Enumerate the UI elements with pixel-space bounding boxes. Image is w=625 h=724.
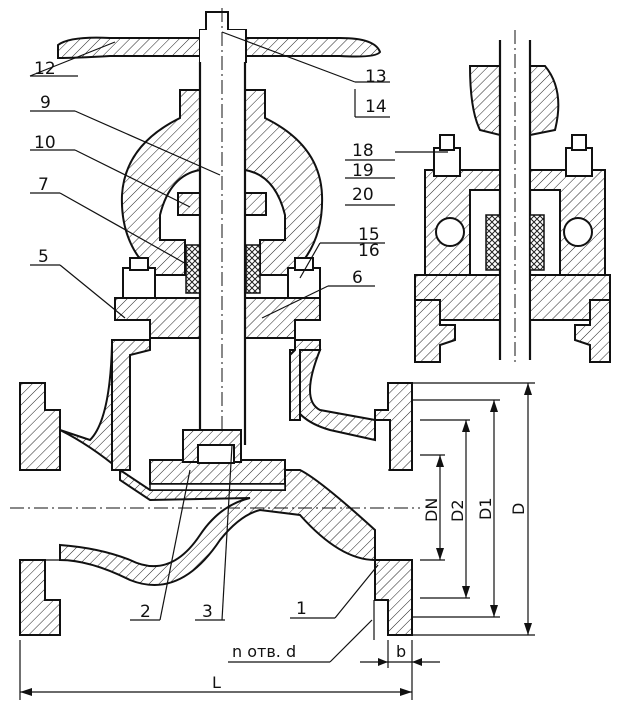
callout-16: 16: [358, 241, 380, 261]
callout-10: 10: [34, 133, 56, 153]
dim-length: L: [212, 673, 221, 692]
cover: [114, 257, 321, 339]
dim-dn: DN: [422, 498, 441, 522]
dim-d1: D1: [476, 498, 495, 521]
callout-18: 18: [352, 141, 374, 161]
neck-left: [111, 339, 151, 471]
dimension-labels: DN D2 D1 D L b n отв. d: [212, 498, 528, 693]
callout-1: 1: [296, 599, 307, 619]
dim-flange-thickness: b: [396, 642, 406, 661]
dim-holes: n отв. d: [232, 642, 296, 661]
neck-right: [289, 339, 321, 421]
dim-d: D: [509, 503, 528, 515]
packing-left: [185, 244, 201, 294]
callout-7: 7: [38, 175, 49, 195]
leader-lines: [29, 31, 448, 621]
callout-9: 9: [40, 93, 51, 113]
callout-3: 3: [202, 602, 213, 622]
dimension-lines: [19, 382, 535, 700]
callout-20: 20: [352, 185, 374, 205]
detail-view: [414, 30, 611, 365]
bonnet-yoke: [120, 89, 324, 276]
callout-labels: 12 9 10 7 5 13 14 15 16 6 18 19 20 2 3 1: [34, 59, 387, 622]
callout-6: 6: [352, 268, 363, 288]
callout-5: 5: [38, 247, 49, 267]
packing-right: [245, 244, 261, 294]
callout-13: 13: [365, 67, 387, 87]
callout-2: 2: [140, 602, 151, 622]
disc: [149, 429, 286, 491]
callout-12: 12: [34, 59, 56, 79]
stem: [198, 8, 247, 470]
callout-19: 19: [352, 161, 374, 181]
callout-14: 14: [365, 97, 387, 117]
callout-15: 15: [358, 225, 380, 245]
dim-d2: D2: [448, 500, 467, 523]
